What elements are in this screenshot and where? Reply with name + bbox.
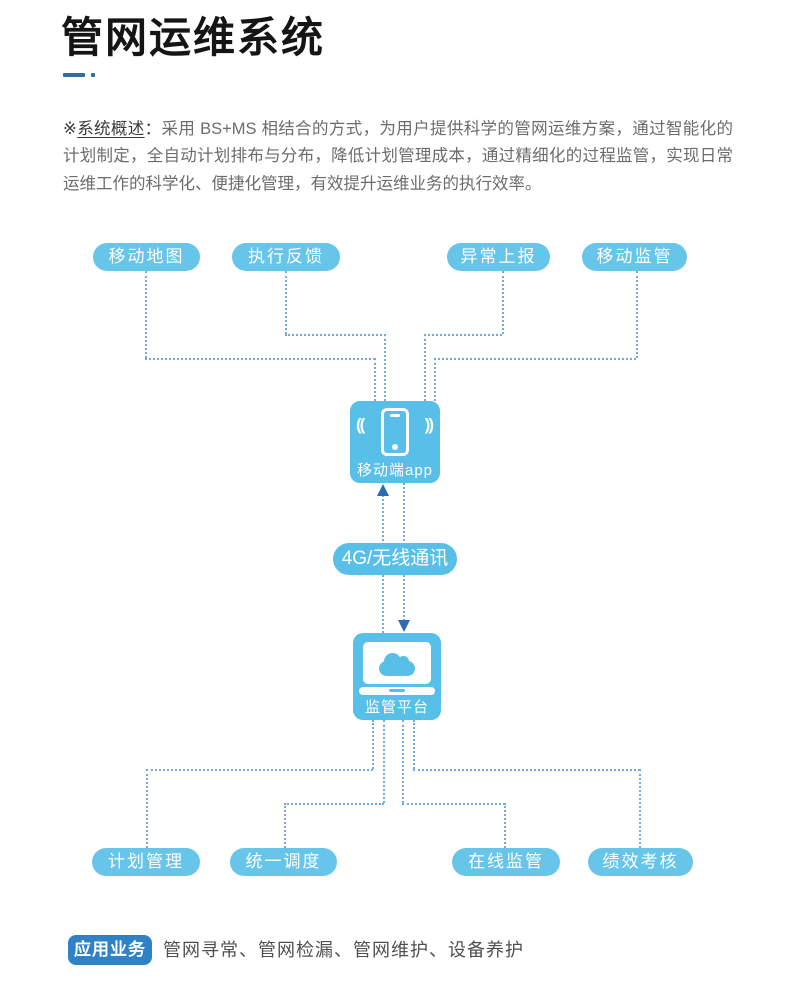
arrow-down-icon <box>398 620 410 632</box>
phone-speaker-bar <box>390 414 400 417</box>
arrow-up-icon <box>377 484 389 496</box>
top-node-mobile-supervision: 移动监管 <box>582 243 687 271</box>
link-4g-wireless-label: 4G/无线通讯 <box>333 543 457 575</box>
top-node-exception-report: 异常上报 <box>447 243 550 271</box>
connector-segment <box>413 720 415 769</box>
phone-home-button <box>392 444 398 450</box>
laptop-base-icon <box>359 687 435 695</box>
bottom-node-unified-dispatch: 统一调度 <box>230 848 337 876</box>
platform-label: 监管平台 <box>364 699 429 716</box>
top-node-mobile-map: 移动地图 <box>93 243 200 271</box>
connector-segment <box>424 334 426 401</box>
connector-segment <box>413 769 640 771</box>
platform-node: 监管平台 <box>353 633 441 720</box>
connector-segment <box>284 803 286 848</box>
connector-segment <box>285 271 287 334</box>
connector-segment <box>374 358 376 401</box>
connector-segment <box>145 358 375 360</box>
bottom-node-online-monitoring: 在线监管 <box>452 848 560 876</box>
system-overview-paragraph: ※系统概述：采用 BS+MS 相结合的方式，为用户提供科学的管网运维方案，通过智… <box>63 116 733 199</box>
application-business-services: 管网寻常、管网检漏、管网维护、设备养护 <box>163 940 524 960</box>
smartphone-icon <box>381 408 409 456</box>
connector-segment <box>636 271 638 358</box>
page-title: 管网运维系统 <box>61 14 326 61</box>
overview-colon: ： <box>144 119 162 138</box>
connector-segment <box>639 769 641 848</box>
application-business-badge: 应用业务 <box>68 935 152 965</box>
connector-segment <box>504 803 506 848</box>
bottom-node-performance-assessment: 绩效考核 <box>588 848 693 876</box>
mobile-app-node: (( )) 移动端app <box>350 401 440 483</box>
title-accent-dot <box>91 73 95 77</box>
overview-label: 系统概述 <box>77 119 145 138</box>
overview-marker: ※ <box>63 119 78 138</box>
top-node-execution-feedback: 执行反馈 <box>232 243 340 271</box>
laptop-slot <box>389 689 405 692</box>
connector-segment <box>402 720 404 803</box>
connector-segment <box>145 271 147 358</box>
connector-segment <box>383 720 385 803</box>
connector-segment <box>434 358 636 360</box>
overview-body-text: 采用 BS+MS 相结合的方式，为用户提供科学的管网运维方案，通过智能化的计划制… <box>63 119 734 193</box>
connector-segment <box>284 803 384 805</box>
connector-segment <box>502 271 504 334</box>
signal-wave-left-icon: (( <box>356 415 365 434</box>
connector-segment <box>434 358 436 401</box>
connector-segment <box>384 334 386 401</box>
title-accent-dash <box>63 73 85 77</box>
mobile-app-label: 移动端app <box>356 462 434 479</box>
connector-segment <box>372 720 374 769</box>
signal-wave-right-icon: )) <box>424 415 434 434</box>
bottom-node-plan-management: 计划管理 <box>92 848 200 876</box>
cloud-icon <box>379 653 415 676</box>
connector-segment <box>146 769 148 848</box>
connector-segment <box>146 769 373 771</box>
connector-segment <box>285 334 386 336</box>
connector-segment <box>402 803 505 805</box>
connector-segment <box>424 334 502 336</box>
laptop-screen-icon <box>363 642 431 684</box>
